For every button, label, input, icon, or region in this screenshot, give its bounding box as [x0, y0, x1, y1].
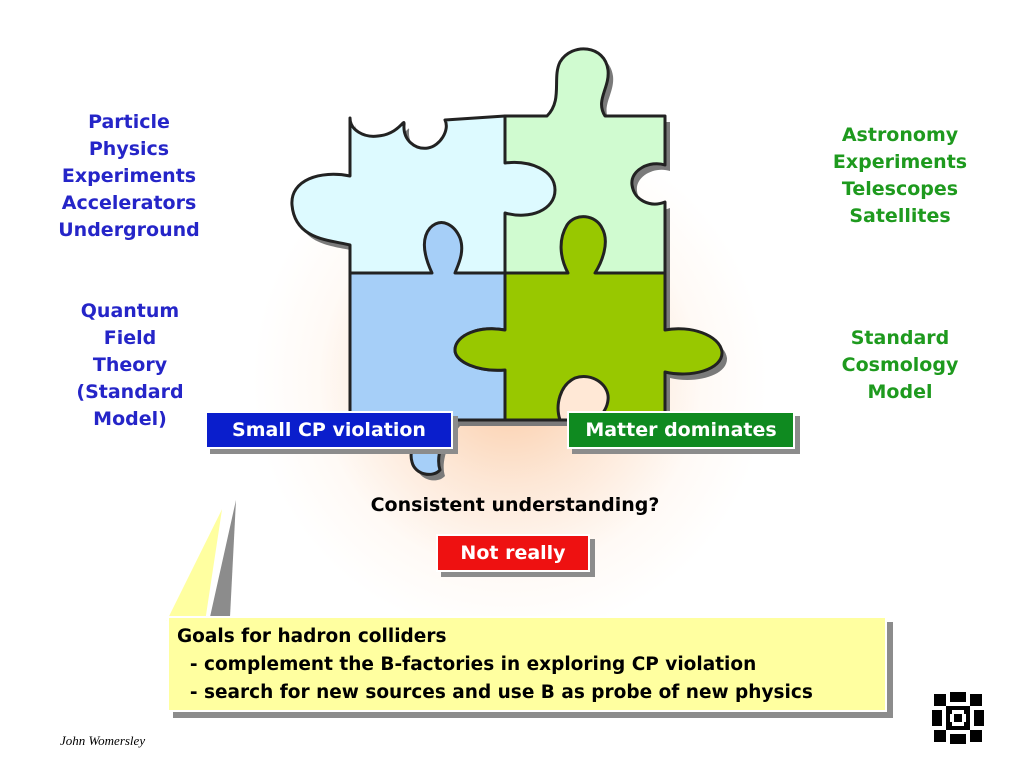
- label-line: Underground: [58, 219, 200, 241]
- cosmology-labels: Standard Cosmology Model: [825, 325, 975, 406]
- label-line: Astronomy: [841, 124, 959, 146]
- label-line: Standard: [850, 327, 950, 349]
- label-line: Particle: [88, 111, 170, 133]
- goals-callout: Goals for hadron colliders - complement …: [167, 616, 887, 712]
- callout-pointer-shadow: [210, 500, 236, 617]
- goals-item: - search for new sources and use B as pr…: [177, 682, 813, 703]
- label-line: Physics: [88, 138, 170, 160]
- not-really-box: Not really: [436, 534, 590, 572]
- puzzle-piece-cosmology: [453, 215, 724, 422]
- label-line: Quantum: [80, 300, 180, 322]
- quantum-field-theory-labels: Quantum Field Theory (Standard Model): [60, 298, 200, 433]
- small-cp-violation-box: Small CP violation: [205, 411, 453, 449]
- fermilab-logo-icon: [932, 692, 984, 744]
- label-line: Experiments: [832, 151, 968, 173]
- label-line: Model): [93, 408, 167, 430]
- astronomy-labels: Astronomy Experiments Telescopes Satelli…: [820, 122, 980, 230]
- label-line: Telescopes: [841, 178, 959, 200]
- matter-dominates-box: Matter dominates: [567, 411, 795, 449]
- goals-item: - complement the B-factories in explorin…: [177, 654, 757, 675]
- label-line: Field: [103, 327, 157, 349]
- goals-title: Goals for hadron colliders: [177, 626, 447, 647]
- label-line: Satellites: [849, 205, 951, 227]
- label-line: Model: [867, 381, 933, 403]
- label-line: Theory: [92, 354, 168, 376]
- consistent-understanding-question: Consistent understanding?: [370, 494, 660, 516]
- label-line: Cosmology: [841, 354, 959, 376]
- label-line: Accelerators: [61, 192, 197, 214]
- label-line: Experiments: [61, 165, 197, 187]
- label-line: (Standard: [76, 381, 184, 403]
- puzzle-piece-particle-physics: [290, 114, 557, 275]
- author-name: John Womersley: [60, 733, 146, 748]
- puzzle-piece-astronomy: [503, 47, 667, 275]
- particle-physics-labels: Particle Physics Experiments Accelerator…: [48, 109, 210, 244]
